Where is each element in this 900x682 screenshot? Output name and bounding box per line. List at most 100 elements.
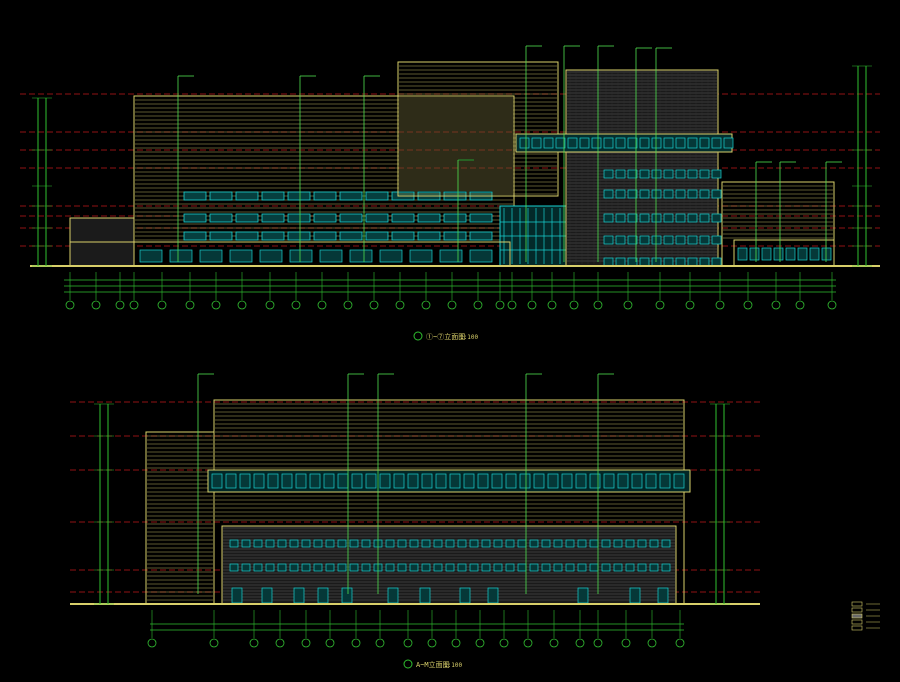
window xyxy=(313,231,337,241)
axis-bubble xyxy=(743,300,753,310)
podium-window xyxy=(139,249,163,263)
window xyxy=(601,563,611,572)
window xyxy=(265,539,275,548)
tower-window xyxy=(603,257,614,267)
window xyxy=(313,213,337,223)
band-window xyxy=(675,137,686,149)
window xyxy=(339,213,363,223)
band-window xyxy=(533,473,545,489)
axis-bubble xyxy=(211,300,221,310)
annotation-leaders xyxy=(177,45,842,262)
window xyxy=(229,563,239,572)
tower-window xyxy=(675,169,686,179)
window xyxy=(565,539,575,548)
tower-window xyxy=(675,213,686,223)
window xyxy=(349,539,359,548)
tower-window xyxy=(663,235,674,245)
window xyxy=(433,563,443,572)
band-window xyxy=(699,137,710,149)
band-window xyxy=(561,473,573,489)
tower-window xyxy=(663,213,674,223)
door xyxy=(317,587,329,604)
band-window xyxy=(615,137,626,149)
window xyxy=(577,563,587,572)
axis-bubble xyxy=(343,300,353,310)
window xyxy=(469,231,493,241)
tower-window xyxy=(627,189,638,199)
axis-bubble xyxy=(351,638,361,648)
band-window xyxy=(295,473,307,489)
window xyxy=(517,563,527,572)
tower-window xyxy=(603,213,614,223)
top-left-podium xyxy=(69,217,832,267)
podium-window xyxy=(349,249,373,263)
window xyxy=(183,213,207,223)
window xyxy=(409,563,419,572)
axis-bubble xyxy=(237,300,247,310)
window xyxy=(661,563,671,572)
axis-bubble xyxy=(317,300,327,310)
tower-window xyxy=(603,169,614,179)
band-window xyxy=(407,473,419,489)
tower-window xyxy=(639,189,650,199)
axis-bubble xyxy=(395,300,405,310)
window xyxy=(183,191,207,201)
podium-window xyxy=(169,249,193,263)
axis-bubble xyxy=(771,300,781,310)
axis-bubble xyxy=(675,638,685,648)
window xyxy=(481,539,491,548)
axis-bubble xyxy=(655,300,665,310)
window xyxy=(287,231,311,241)
band-window xyxy=(591,137,602,149)
window xyxy=(649,563,659,572)
window xyxy=(289,563,299,572)
band-window xyxy=(651,137,662,149)
tower-window xyxy=(663,257,674,267)
window xyxy=(505,563,515,572)
band-window xyxy=(379,473,391,489)
window xyxy=(505,539,515,548)
tower-window xyxy=(627,213,638,223)
band-window xyxy=(543,137,554,149)
band-window xyxy=(531,137,542,149)
podium-window xyxy=(785,247,796,261)
band-window xyxy=(711,137,722,149)
axis-bubble xyxy=(301,638,311,648)
tower-window xyxy=(687,189,698,199)
window xyxy=(553,539,563,548)
window xyxy=(361,539,371,548)
tower-window xyxy=(675,235,686,245)
top-upper-block xyxy=(397,61,559,197)
siding-lines xyxy=(723,185,833,239)
axis-bubble xyxy=(499,638,509,648)
podium-window xyxy=(229,249,253,263)
band-window xyxy=(603,473,615,489)
axis-bubble xyxy=(275,638,285,648)
band-window xyxy=(687,137,698,149)
band-window xyxy=(323,473,335,489)
podium-window xyxy=(797,247,808,261)
window xyxy=(235,231,259,241)
tower-window xyxy=(651,189,662,199)
podium-window xyxy=(199,249,223,263)
band-window xyxy=(723,137,734,149)
band-window xyxy=(617,473,629,489)
axis-bubble xyxy=(325,638,335,648)
axis-bubble xyxy=(527,300,537,310)
tower-window xyxy=(651,257,662,267)
tower-window xyxy=(687,257,698,267)
axis-bubble xyxy=(403,638,413,648)
tower-window xyxy=(687,169,698,179)
axis-bubble xyxy=(147,638,157,648)
legend-swatch xyxy=(851,619,863,625)
top-brick-tower xyxy=(515,69,734,267)
band-window xyxy=(579,137,590,149)
tower-window xyxy=(651,169,662,179)
band-window xyxy=(575,473,587,489)
tower-window xyxy=(711,257,722,267)
band-window xyxy=(603,137,614,149)
band-window xyxy=(267,473,279,489)
window-bands xyxy=(183,191,493,241)
axis-bubble xyxy=(427,638,437,648)
